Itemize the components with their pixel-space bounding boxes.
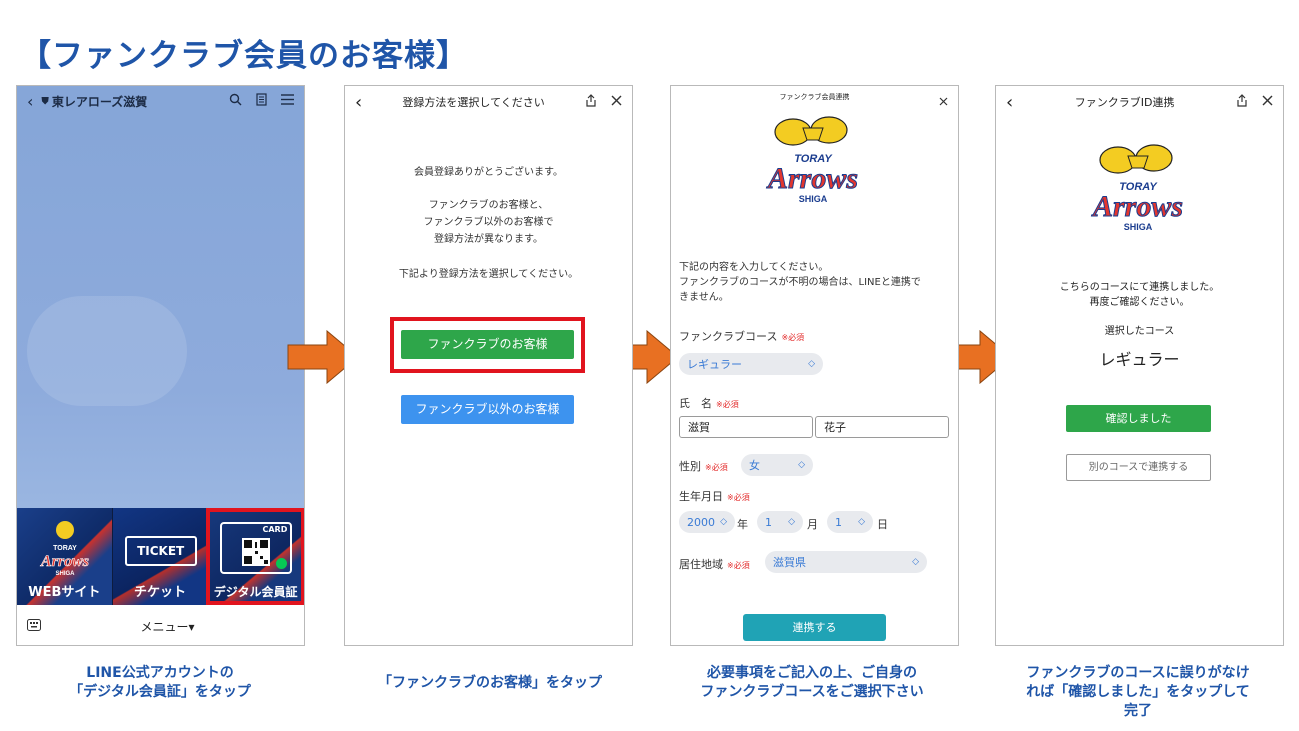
rich-menu-ticket[interactable]: TICKET チケット bbox=[112, 508, 209, 605]
instruction-text: 下記より登録方法を選択してください。 bbox=[398, 269, 579, 280]
chevron-updown-icon: ◇ bbox=[788, 517, 795, 527]
instruction-text: ファンクラブのお客様と、 bbox=[428, 200, 549, 211]
screen-select-method: ‹ 登録方法を選択してください 会員登録ありがとうございます。 ファンクラブのお… bbox=[344, 85, 633, 646]
close-icon[interactable] bbox=[939, 91, 948, 110]
line-bottom-bar: メニュー▾ bbox=[17, 605, 304, 645]
non-member-button[interactable]: ファンクラブ以外のお客様 bbox=[401, 395, 574, 424]
selected-course-value: レギュラー bbox=[1099, 350, 1180, 369]
intro-text: ファンクラブのコースが不明の場合は、LINEと連携で bbox=[679, 277, 921, 288]
recheck-message: 再度ご確認ください。 bbox=[1089, 297, 1190, 308]
rich-menu-digital-card[interactable]: CARD デジタル会員証 bbox=[208, 508, 304, 605]
first-name-field[interactable]: 花子 bbox=[815, 416, 949, 438]
chat-background bbox=[17, 116, 304, 508]
last-name-field[interactable]: 滋賀 bbox=[679, 416, 813, 438]
highlight-digital-card bbox=[206, 508, 304, 605]
share-icon[interactable] bbox=[585, 94, 597, 110]
back-icon[interactable]: ‹ bbox=[1006, 91, 1014, 113]
team-logo: TORAY Arrows SHIGA bbox=[1090, 144, 1184, 232]
caption-step1: LINE公式アカウントの「デジタル会員証」をタップ bbox=[69, 665, 251, 700]
submit-link-button[interactable]: 連携する bbox=[743, 614, 886, 641]
rich-menu-ticket-label: チケット bbox=[134, 585, 187, 600]
intro-text: きません。 bbox=[679, 292, 729, 303]
chevron-updown-icon: ◇ bbox=[808, 359, 815, 369]
keyboard-icon[interactable] bbox=[27, 618, 41, 634]
name-label: 氏 名※必須 bbox=[679, 397, 739, 410]
confirm-button[interactable]: 確認しました bbox=[1066, 405, 1211, 432]
screen-fanclub-link-form: ファンクラブ会員連携 TORAY Arrows SHIGA 下記の内容を入力して… bbox=[670, 85, 959, 646]
caption-step2: 「ファンクラブのお客様」をタップ bbox=[378, 675, 602, 691]
hamburger-icon[interactable] bbox=[281, 94, 294, 108]
svg-text:SHIGA: SHIGA bbox=[1124, 222, 1153, 232]
qr-code-icon bbox=[242, 538, 271, 566]
arrow-right-icon bbox=[287, 330, 359, 384]
other-course-button[interactable]: 別のコースで連携する bbox=[1066, 454, 1211, 481]
screen-confirm-course: ‹ ファンクラブID連携 TORAY Arrows SHIGA こちらのコースに… bbox=[995, 85, 1284, 646]
chevron-updown-icon: ◇ bbox=[720, 517, 727, 527]
notes-icon[interactable] bbox=[256, 93, 267, 109]
month-unit: 月 bbox=[807, 518, 818, 531]
svg-text:TORAY: TORAY bbox=[53, 545, 77, 552]
svg-text:Arrows: Arrows bbox=[1091, 190, 1183, 223]
back-icon[interactable]: ‹ bbox=[27, 91, 34, 111]
gender-select[interactable]: 女◇ bbox=[741, 454, 813, 476]
thanks-text: 会員登録ありがとうございます。 bbox=[414, 167, 563, 178]
ticket-icon: TICKET bbox=[124, 536, 197, 566]
team-logo: TORAY Arrows SHIGA bbox=[765, 116, 859, 204]
caption-step3: 必要事項をご記入の上、ご自身のファンクラブコースをご選択下さい bbox=[700, 665, 924, 700]
svg-text:SHIGA: SHIGA bbox=[55, 571, 75, 577]
course-select[interactable]: レギュラー◇ bbox=[679, 353, 823, 375]
intro-text: 下記の内容を入力してください。 bbox=[679, 262, 829, 273]
close-icon[interactable] bbox=[611, 95, 622, 109]
chevron-updown-icon: ◇ bbox=[912, 557, 919, 567]
rich-menu: TORAY Arrows SHIGA WEBサイト TICKET チケット CA… bbox=[17, 508, 304, 605]
svg-text:Arrows: Arrows bbox=[40, 553, 89, 570]
line-header: ‹ ⛊ 東レアローズ滋賀 bbox=[17, 86, 304, 116]
account-name: 東レアローズ滋賀 bbox=[51, 94, 148, 109]
menu-toggle[interactable]: メニュー▾ bbox=[140, 619, 195, 634]
highlight-fanclub-button bbox=[390, 317, 585, 373]
day-unit: 日 bbox=[877, 518, 888, 531]
selected-course-label: 選択したコース bbox=[1104, 326, 1175, 337]
course-label: ファンクラブコース※必須 bbox=[679, 330, 805, 343]
birth-month-select[interactable]: 1◇ bbox=[757, 511, 803, 533]
rich-menu-website-label: WEBサイト bbox=[28, 585, 101, 600]
region-select[interactable]: 滋賀県◇ bbox=[765, 551, 927, 573]
instruction-text: 登録方法が異なります。 bbox=[434, 234, 543, 245]
rich-menu-digital-card-label: デジタル会員証 bbox=[213, 585, 298, 599]
svg-text:TORAY: TORAY bbox=[1119, 181, 1158, 193]
caption-step4: ファンクラブのコースに誤りがなければ「確認しました」をタップして完了 bbox=[1026, 665, 1250, 719]
birthdate-label: 生年月日※必須 bbox=[679, 490, 750, 503]
page-title: ファンクラブID連携 bbox=[1074, 96, 1175, 109]
region-label: 居住地域※必須 bbox=[679, 558, 750, 571]
page-title: 登録方法を選択してください bbox=[402, 96, 545, 109]
share-icon[interactable] bbox=[1236, 94, 1248, 110]
page-title: ファンクラブ会員連携 bbox=[779, 93, 850, 101]
svg-text:Arrows: Arrows bbox=[766, 162, 858, 195]
chevron-updown-icon: ◇ bbox=[798, 460, 805, 470]
card-icon: CARD bbox=[220, 522, 293, 574]
linked-message: こちらのコースにて連携しました。 bbox=[1059, 282, 1220, 293]
header: ‹ ファンクラブID連携 bbox=[996, 86, 1283, 118]
back-icon[interactable]: ‹ bbox=[355, 91, 363, 113]
line-badge-icon bbox=[276, 558, 288, 569]
shield-icon: ⛊ bbox=[41, 95, 49, 107]
fanclub-member-button[interactable]: ファンクラブのお客様 bbox=[401, 330, 574, 359]
year-unit: 年 bbox=[737, 518, 748, 531]
close-icon[interactable] bbox=[1262, 95, 1273, 109]
birth-day-select[interactable]: 1◇ bbox=[827, 511, 873, 533]
gender-label: 性別※必須 bbox=[679, 460, 728, 473]
chevron-updown-icon: ◇ bbox=[858, 517, 865, 527]
screen-line-account: ‹ ⛊ 東レアローズ滋賀 TORAY Arrows SHIGA WEBサイト T… bbox=[16, 85, 305, 646]
svg-text:SHIGA: SHIGA bbox=[799, 194, 828, 204]
header: ‹ 登録方法を選択してください bbox=[345, 86, 632, 118]
svg-text:TORAY: TORAY bbox=[794, 153, 833, 165]
rich-menu-website[interactable]: TORAY Arrows SHIGA WEBサイト bbox=[17, 508, 113, 605]
search-icon[interactable] bbox=[229, 93, 242, 109]
page-heading: 【ファンクラブ会員のお客様】 bbox=[20, 38, 468, 74]
instruction-text: ファンクラブ以外のお客様で bbox=[423, 217, 554, 228]
birth-year-select[interactable]: 2000◇ bbox=[679, 511, 735, 533]
